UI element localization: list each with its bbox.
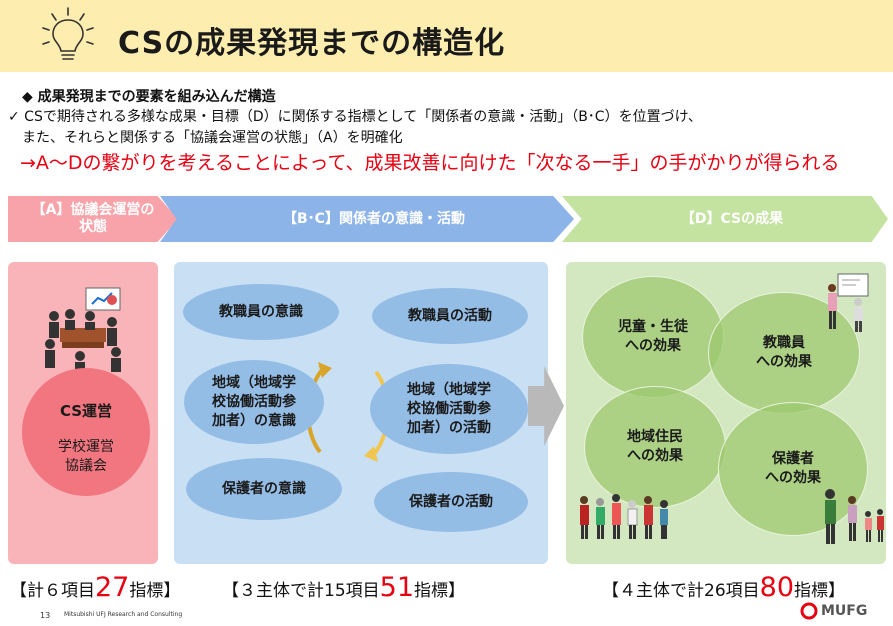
c1-line1: 児童・生徒 bbox=[618, 319, 688, 335]
count-bc-num: 51 bbox=[379, 572, 414, 603]
count-a-pre: 【計６項目 bbox=[10, 581, 95, 601]
count-d-post: 指標】 bbox=[794, 581, 845, 601]
oval-guardian-activity: 保護者の活動 bbox=[374, 472, 528, 532]
oval-community-activity: 地域（地域学校協働活動参加者）の活動 bbox=[370, 364, 528, 454]
c4-line2: への効果 bbox=[765, 470, 821, 486]
chevron-a-line2: 状態 bbox=[79, 219, 107, 235]
company-name: Mitsubishi UFJ Research and Consulting bbox=[64, 611, 183, 618]
mufg-logo-mark bbox=[800, 602, 818, 620]
chevron-a: 【A】協議会運営の状態 bbox=[8, 196, 178, 242]
cs-subtitle: 学校運営 協議会 bbox=[22, 438, 150, 476]
cs-sub-line2: 協議会 bbox=[65, 458, 107, 474]
intro-check-line2: また、それらと関係する「協議会運営の状態」（A）を明確化 bbox=[22, 130, 403, 146]
count-a-post: 指標】 bbox=[129, 581, 181, 601]
oval-guardian-awareness: 保護者の意識 bbox=[186, 458, 342, 520]
c4-line1: 保護者 bbox=[772, 451, 814, 467]
oval-community-awareness: 地域（地域学校協働活動参加者）の意識 bbox=[184, 360, 324, 444]
intro-check-line1: ✓ CSで期待される多様な成果・目標（D）に関係する指標として「関係者の意識・活… bbox=[8, 109, 702, 125]
c3-line2: への効果 bbox=[627, 448, 683, 464]
circle-student-effect: 児童・生徒への効果 bbox=[582, 276, 724, 398]
lightbulb-icon bbox=[42, 7, 94, 60]
chevron-a-line1: 【A】協議会運営の bbox=[31, 202, 155, 218]
count-a: 【計６項目27指標】 bbox=[10, 572, 180, 603]
chevron-d: 【D】CSの成果 bbox=[562, 196, 888, 242]
cs-sub-line1: 学校運営 bbox=[58, 439, 114, 455]
oval3-line3: 加者）の意識 bbox=[212, 412, 296, 429]
oval3-line2: 校協働活動参 bbox=[212, 393, 296, 410]
page-number: 13 bbox=[40, 611, 51, 620]
meeting-illustration bbox=[45, 287, 121, 372]
chevron-bc: 【B･C】関係者の意識・活動 bbox=[160, 196, 574, 242]
count-bc-post: 指標】 bbox=[414, 581, 465, 601]
header-band bbox=[0, 0, 893, 72]
teacher-illustration bbox=[828, 273, 869, 332]
mufg-logo: MUFG bbox=[800, 602, 867, 620]
oval4-line1: 地域（地域学 bbox=[407, 381, 491, 398]
count-a-num: 27 bbox=[95, 572, 130, 603]
intro-heading: ◆ 成果発現までの要素を組み込んだ構造 bbox=[22, 89, 276, 105]
c3-line1: 地域住民 bbox=[627, 429, 683, 445]
family-illustration bbox=[825, 489, 884, 544]
mufg-logo-text: MUFG bbox=[821, 603, 868, 619]
oval4-line2: 校協働活動参 bbox=[407, 400, 491, 417]
count-bc-pre: 【３主体で計15項目 bbox=[222, 581, 380, 601]
count-d-num: 80 bbox=[759, 572, 794, 603]
circle-resident-effect: 地域住民への効果 bbox=[584, 386, 726, 508]
intro-arrow-line: →A～Dの繋がりを考えることによって、成果改善に向けた「次なる一手」の手がかりが… bbox=[20, 152, 840, 174]
oval-teacher-activity: 教職員の活動 bbox=[372, 288, 528, 344]
circle-guardian-effect: 保護者への効果 bbox=[718, 402, 868, 536]
count-d: 【４主体で計26項目80指標】 bbox=[602, 572, 845, 603]
oval3-line1: 地域（地域学 bbox=[212, 374, 296, 391]
cs-title: CS運営 bbox=[59, 402, 113, 420]
c2-line1: 教職員 bbox=[763, 335, 805, 351]
page-title: CSの成果発現までの構造化 bbox=[118, 26, 506, 61]
count-d-pre: 【４主体で計26項目 bbox=[602, 581, 760, 601]
cs-operation-circle: CS運営 学校運営 協議会 bbox=[22, 368, 150, 496]
residents-illustration bbox=[580, 494, 668, 539]
c2-line2: への効果 bbox=[756, 354, 812, 370]
chevron-bc-label: 【B･C】関係者の意識・活動 bbox=[283, 210, 465, 227]
oval4-line3: 加者）の活動 bbox=[407, 419, 491, 436]
count-bc: 【３主体で計15項目51指標】 bbox=[222, 572, 465, 603]
chevron-d-label: 【D】CSの成果 bbox=[680, 210, 784, 227]
oval-teacher-awareness: 教職員の意識 bbox=[183, 284, 339, 340]
c1-line2: への効果 bbox=[625, 338, 681, 354]
